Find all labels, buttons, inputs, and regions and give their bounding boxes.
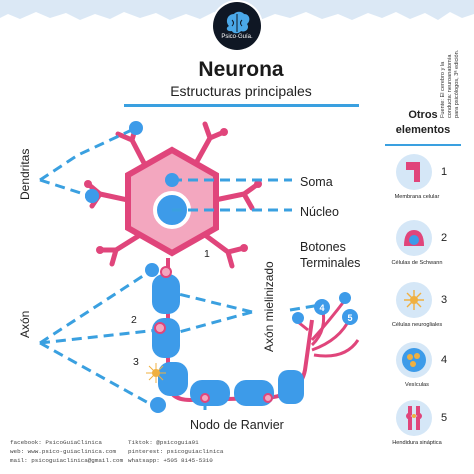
panel-item-neuroglia: 3 Células neurogliales bbox=[383, 282, 463, 344]
panel-item-synaptic-cleft: 5 Hendidura sináptica bbox=[383, 400, 463, 462]
panel-item-label: Vesículas bbox=[405, 382, 429, 388]
label-soma: Soma bbox=[300, 175, 333, 189]
ranvier-nodes bbox=[154, 266, 273, 403]
panel-title-line1: Otros bbox=[408, 109, 438, 121]
panel-item-label: Células de Schwann bbox=[391, 260, 443, 266]
dendrites bbox=[85, 121, 261, 269]
footer-tiktok: Tiktok: @psicoguia91 bbox=[128, 439, 199, 446]
panel-title: Otros elementos bbox=[383, 108, 463, 138]
panel-item-label: Células neurogliales bbox=[391, 322, 443, 328]
footer-left: facebook: PsicoGuiaClinica web: www.psic… bbox=[10, 438, 123, 465]
synaptic-cleft-icon bbox=[396, 400, 432, 436]
diagram-number-2: 2 bbox=[131, 314, 137, 326]
panel-item-vesicles: 4 Vesículas bbox=[383, 342, 463, 404]
footer-facebook: facebook: PsicoGuiaClinica bbox=[10, 439, 102, 446]
other-elements-panel: Otros elementos 1 Membrana celular 2 Cél… bbox=[383, 106, 463, 458]
label-dendritas: Dendritas bbox=[18, 148, 32, 200]
page-title: Neurona bbox=[198, 58, 284, 81]
svg-text:4: 4 bbox=[319, 303, 324, 313]
schwann-cell-icon bbox=[396, 220, 432, 256]
neuron-diagram: 4 5 bbox=[39, 121, 360, 413]
diagram-number-3: 3 bbox=[133, 356, 139, 368]
label-nucleo: Núcleo bbox=[300, 205, 339, 219]
panel-item-number: 2 bbox=[441, 232, 448, 244]
footer-pinterest: pinterest: psicoguiaclinica bbox=[128, 448, 224, 455]
label-botones-line2: Terminales bbox=[300, 256, 361, 270]
label-axon: Axón bbox=[18, 310, 32, 338]
panel-item-number: 5 bbox=[441, 412, 448, 424]
svg-text:5: 5 bbox=[347, 313, 352, 323]
footer-right: Tiktok: @psicoguia91 pinterest: psicogui… bbox=[128, 438, 223, 465]
title-rule bbox=[124, 104, 359, 107]
vesicles-icon bbox=[396, 342, 432, 378]
footer-mail: mail: psicoguiaclinica@gmail.com bbox=[10, 457, 124, 464]
diagram-number-1: 1 bbox=[204, 248, 210, 260]
panel-title-line2: elementos bbox=[395, 124, 451, 136]
brain-icon bbox=[226, 11, 250, 34]
neuroglia-icon bbox=[396, 282, 432, 318]
panel-item-label: Hendidura sináptica bbox=[392, 440, 442, 446]
panel-item-number: 3 bbox=[441, 294, 448, 306]
brand-logo: Psico·Guía. bbox=[213, 2, 261, 50]
panel-item-label: Membrana celular bbox=[394, 194, 440, 200]
panel-item-number: 1 bbox=[441, 166, 448, 178]
label-botones-line1: Botones bbox=[300, 240, 346, 254]
panel-item-schwann: 2 Células de Schwann bbox=[383, 220, 463, 282]
neuroglia-star bbox=[146, 363, 166, 383]
label-connectors bbox=[39, 126, 321, 410]
logo-text: Psico·Guía. bbox=[221, 34, 253, 40]
footer-whatsapp: whatsapp: +505 8145-5310 bbox=[128, 457, 213, 464]
panel-item-membrane: 1 Membrana celular bbox=[383, 154, 463, 216]
membrane-icon bbox=[396, 154, 432, 190]
myelin-sheaths bbox=[152, 274, 304, 406]
label-nodo-ranvier: Nodo de Ranvier bbox=[190, 418, 284, 432]
page-subtitle: Estructuras principales bbox=[170, 83, 312, 99]
panel-item-number: 4 bbox=[441, 354, 448, 366]
footer-web: web: www.psico-guiaclinica.com bbox=[10, 448, 117, 455]
panel-rule bbox=[385, 144, 461, 146]
label-axon-mielinizado: Axón mielinizado bbox=[262, 261, 276, 352]
